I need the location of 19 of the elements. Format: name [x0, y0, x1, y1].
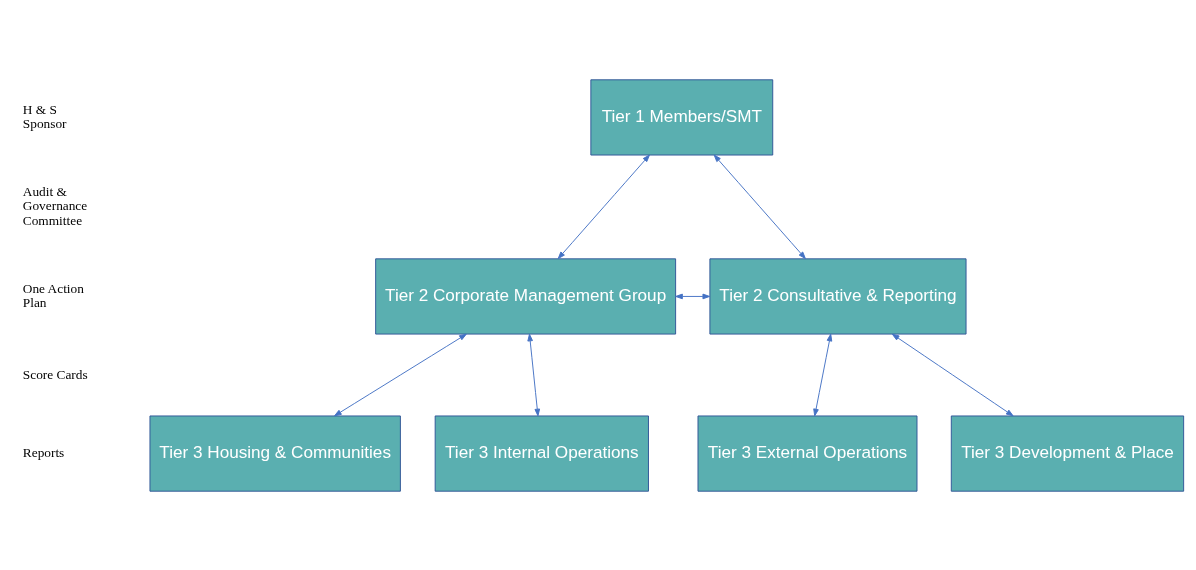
node-box: Tier 3 Development & Place [950, 415, 1185, 492]
node-box: Tier 1 Members/SMT [590, 78, 774, 155]
arrow [334, 333, 467, 416]
node-box: Tier 3 External Operations [697, 415, 918, 492]
node-box: Tier 2 Corporate Management Group [375, 257, 677, 335]
label: Reports [22, 444, 65, 460]
arrow [527, 333, 541, 416]
node-box: Tier 3 Internal Operations [434, 415, 649, 492]
arrow [891, 333, 1014, 416]
arrow [813, 333, 833, 416]
node-box: Tier 2 Consultative & Reporting [709, 257, 967, 335]
label: H & S Sponsor [22, 101, 67, 131]
arrow [675, 293, 711, 299]
arrow [713, 154, 806, 259]
label: Score Cards [22, 366, 88, 382]
label: Audit & Governance Committee [22, 183, 88, 228]
label: One Action Plan [22, 280, 84, 310]
node-box: Tier 3 Housing & Communities [149, 415, 401, 492]
arrow [557, 154, 650, 259]
